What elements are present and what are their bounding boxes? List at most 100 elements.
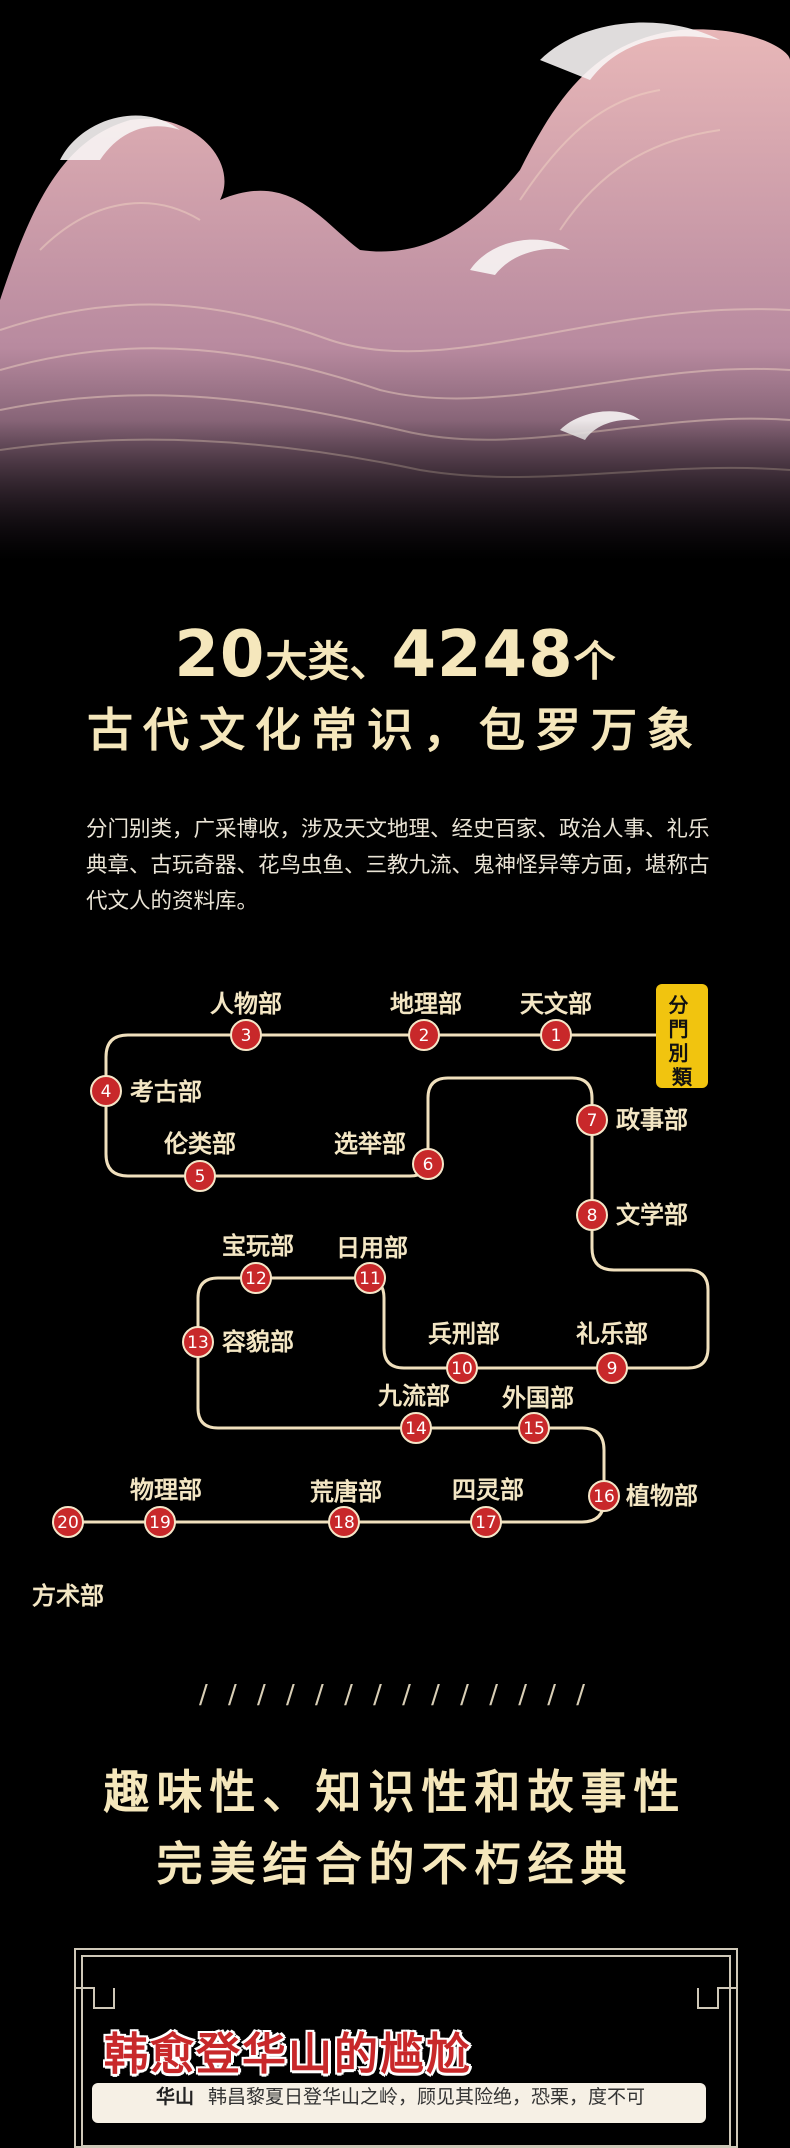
headline-subtitle: 古代文化常识，包罗万象 (87, 703, 703, 757)
story-term: 华山 (156, 2086, 195, 2108)
category-node: 16 植物部 (588, 1480, 698, 1512)
category-node-marker (540, 1019, 572, 1051)
category-node-label: 植物部 (626, 1481, 698, 1510)
category-node: 12 宝玩部 (222, 1231, 294, 1294)
category-node-marker (144, 1506, 176, 1538)
category-node-number: 7 (587, 1111, 598, 1131)
category-node: 5 伦类部 (164, 1129, 236, 1192)
category-node: 6 选举部 (334, 1129, 444, 1180)
tag-label: 分 門 別 類 (669, 993, 696, 1089)
category-node-label: 政事部 (616, 1105, 688, 1134)
slogan-line-1: 趣味性、知识性和故事性 (103, 1765, 687, 1819)
category-node-number: 20 (57, 1513, 79, 1533)
category-node-marker (52, 1506, 84, 1538)
category-node-number: 8 (587, 1206, 598, 1226)
category-node-label: 人物部 (210, 989, 282, 1018)
category-node-number: 10 (451, 1359, 473, 1379)
category-node-label: 考古部 (130, 1077, 202, 1106)
category-node-marker (588, 1480, 620, 1512)
category-node: 3 人物部 (210, 989, 282, 1051)
category-node-label: 物理部 (130, 1475, 202, 1504)
wave-illustration (0, 0, 790, 560)
decorative-divider: / / / / / / / / / / / / / / (198, 1680, 592, 1710)
category-node: 1 天文部 (520, 989, 592, 1051)
category-node-number: 16 (593, 1487, 615, 1507)
story-title: 韩愈登华山的尴尬 (104, 2029, 472, 2080)
category-node-marker (184, 1160, 216, 1192)
category-node-number: 1 (551, 1026, 562, 1046)
category-node-number: 2 (419, 1026, 430, 1046)
category-node-marker (182, 1326, 214, 1358)
category-diagram: 分 門 別 類 1 天文部 2 地理部 3 人物部 4 考古部 5 伦类部 6 选举部 7 政事部 8 文学部… (32, 984, 710, 1610)
category-node-number: 13 (187, 1333, 209, 1353)
category-node: 10 兵刑部 (428, 1319, 500, 1384)
category-node: 8 文学部 (576, 1199, 688, 1231)
item-count: 4248 (391, 618, 574, 692)
category-node-number: 9 (607, 1359, 618, 1379)
story-excerpt: 华山韩昌黎夏日登华山之岭，顾见其险绝，恐栗，度不可 (156, 2082, 645, 2109)
category-node: 2 地理部 (390, 989, 462, 1051)
category-node: 4 考古部 (90, 1075, 202, 1107)
category-node-number: 18 (333, 1513, 355, 1533)
category-node-label: 礼乐部 (576, 1319, 648, 1348)
category-node-label: 九流部 (377, 1381, 450, 1410)
category-node-label: 选举部 (334, 1129, 406, 1158)
category-node-label: 宝玩部 (222, 1231, 294, 1260)
category-unit: 大类、 (265, 637, 392, 686)
category-node: 9 礼乐部 (576, 1319, 648, 1384)
category-node-marker (230, 1019, 262, 1051)
category-node-marker (328, 1506, 360, 1538)
category-node: 14 九流部 (377, 1381, 450, 1444)
item-unit: 个 (573, 637, 616, 686)
category-node-label: 兵刑部 (428, 1319, 500, 1348)
category-node-label: 伦类部 (164, 1129, 236, 1158)
category-node: 19 物理部 (130, 1475, 202, 1538)
category-node: 20 方术部 (32, 1506, 104, 1610)
slogan-line-2: 完美结合的不朽经典 (156, 1837, 634, 1891)
category-node-number: 19 (149, 1513, 171, 1533)
category-node-number: 12 (245, 1269, 267, 1289)
category-node-marker (240, 1262, 272, 1294)
headline-stats: 20大类、4248个 (0, 618, 790, 692)
category-node-marker (412, 1148, 444, 1180)
category-node-marker (576, 1199, 608, 1231)
category-node-marker (470, 1506, 502, 1538)
category-node: 13 容貌部 (182, 1326, 294, 1358)
category-node-marker (518, 1412, 550, 1444)
category-node-marker (354, 1262, 386, 1294)
category-node: 15 外国部 (502, 1383, 574, 1444)
category-node-number: 14 (405, 1419, 427, 1439)
category-node-label: 四灵部 (452, 1475, 524, 1504)
category-node-marker (596, 1352, 628, 1384)
category-node: 18 荒唐部 (310, 1477, 382, 1538)
category-node-number: 11 (359, 1269, 381, 1289)
category-node-number: 6 (423, 1155, 434, 1175)
category-node: 11 日用部 (336, 1233, 408, 1294)
category-node-marker (408, 1019, 440, 1051)
category-node-number: 5 (195, 1167, 206, 1187)
category-node: 17 四灵部 (452, 1475, 524, 1538)
category-node-label: 地理部 (390, 989, 462, 1018)
category-node-label: 外国部 (502, 1383, 574, 1412)
category-node-label: 方术部 (32, 1581, 104, 1610)
category-node-number: 3 (241, 1026, 252, 1046)
intro-paragraph: 分门别类，广采博收，涉及天文地理、经史百家、政治人事、礼乐典章、古玩奇器、花鸟虫… (86, 817, 710, 914)
category-node-marker (446, 1352, 478, 1384)
story-text: 韩昌黎夏日登华山之岭，顾见其险绝，恐栗，度不可 (208, 2086, 646, 2108)
category-node-label: 日用部 (336, 1233, 408, 1262)
category-node-marker (90, 1075, 122, 1107)
category-node-label: 文学部 (616, 1200, 688, 1229)
category-node-label: 荒唐部 (310, 1477, 382, 1506)
category-node-marker (400, 1412, 432, 1444)
category-node-number: 4 (101, 1082, 112, 1102)
category-node-number: 15 (523, 1419, 545, 1439)
category-nodes: 1 天文部 2 地理部 3 人物部 4 考古部 5 伦类部 6 选举部 7 政事部 8 文学部 9 礼乐部 10 兵刑… (32, 989, 698, 1610)
tag-box: 分 門 別 類 (656, 984, 708, 1089)
category-node-marker (576, 1104, 608, 1136)
category-node-label: 天文部 (520, 989, 592, 1018)
category-node-number: 17 (475, 1513, 497, 1533)
category-path-line (68, 1033, 710, 1524)
category-node-label: 容貌部 (222, 1327, 294, 1356)
category-count: 20 (174, 618, 266, 692)
category-node: 7 政事部 (576, 1104, 688, 1136)
